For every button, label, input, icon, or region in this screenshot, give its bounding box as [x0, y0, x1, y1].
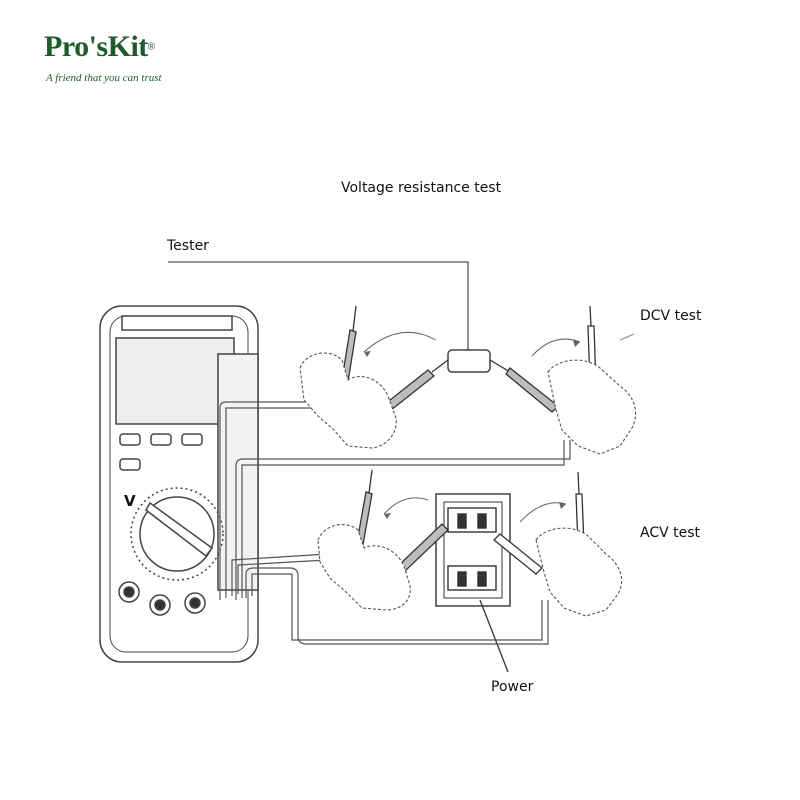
probe-jack-core — [154, 599, 166, 611]
socket-slot — [477, 571, 487, 587]
probe-needle — [368, 469, 373, 494]
socket-lower — [447, 565, 497, 591]
lead-wire-dcv-left-inner — [225, 407, 324, 598]
tester-box — [447, 349, 491, 373]
probe-jack — [184, 592, 206, 614]
meter-top-strip — [121, 315, 233, 331]
outlet-inner — [443, 501, 503, 599]
tester-leader-line — [168, 261, 469, 350]
tester-label: Tester — [167, 238, 209, 254]
motion-arrow-dcv-right — [531, 338, 581, 357]
probe-jack-core — [123, 586, 135, 598]
probe-jack-core — [189, 597, 201, 609]
meter-side-panel — [217, 353, 259, 591]
motion-arrow-dcv-left — [363, 331, 437, 353]
logo-tagline: A friend that you can trust — [46, 72, 162, 84]
probe-needle — [577, 471, 580, 495]
hand-right-acv — [535, 527, 623, 617]
socket-slot — [457, 571, 467, 587]
dial-pointer — [145, 501, 214, 558]
power-leader-line — [479, 599, 509, 673]
probe-jack — [118, 581, 140, 603]
lead-wire-acv-right-inner — [251, 573, 543, 641]
power-label: Power — [491, 679, 534, 695]
hand-right-dcv — [547, 359, 637, 455]
dcv-test-label: DCV test — [640, 308, 702, 324]
prokit-logo: Pro'sKit® A friend that you can trust — [44, 30, 162, 84]
hand-left-dcv — [299, 352, 397, 449]
meter-function-button — [119, 433, 141, 446]
probe-tip-acv-left — [397, 523, 449, 573]
dcv-leader-line — [619, 333, 635, 341]
voltage-symbol: V — [124, 492, 136, 510]
motion-arrow-acv-left — [383, 497, 429, 515]
power-outlet — [435, 493, 511, 607]
probe-tip-dcv-right — [505, 367, 559, 413]
probe-needle — [352, 305, 357, 332]
lead-wire-acv-right — [245, 567, 549, 645]
diagram-title: Voltage resistance test — [341, 180, 502, 196]
probe-needle — [589, 305, 592, 327]
lead-wire-dcv-left — [219, 401, 328, 600]
probe-lead — [489, 359, 511, 373]
meter-display — [115, 337, 235, 425]
dcv-hands — [299, 352, 637, 455]
lead-wire-dcv-right-inner — [241, 440, 565, 598]
registered-mark: ® — [147, 41, 156, 53]
multimeter — [99, 305, 259, 663]
motion-arrow-acv-right — [519, 502, 567, 523]
hand-left-acv — [317, 524, 411, 611]
socket-slot — [477, 513, 487, 529]
acv-probes — [355, 469, 585, 575]
meter-function-button — [150, 433, 172, 446]
lead-wire-dcv-right — [235, 440, 571, 600]
probe-tip-acv-right — [493, 533, 543, 575]
socket-slot — [457, 513, 467, 529]
acv-test-label: ACV test — [640, 525, 701, 541]
meter-function-button — [119, 458, 141, 471]
arrowhead — [559, 502, 566, 509]
arrowhead — [364, 351, 371, 357]
meter-function-button — [181, 433, 203, 446]
probe-lead — [431, 359, 449, 373]
rotary-dial-scale — [130, 487, 224, 581]
logo-wordmark: Pro'sKit — [44, 30, 148, 63]
arrowhead — [573, 340, 580, 347]
socket-upper — [447, 507, 497, 533]
outlet-plate — [435, 493, 511, 607]
acv-hands — [317, 524, 623, 617]
arrowhead — [384, 513, 391, 519]
lead-wire-acv-left — [231, 551, 361, 596]
probe-jack — [149, 594, 171, 616]
